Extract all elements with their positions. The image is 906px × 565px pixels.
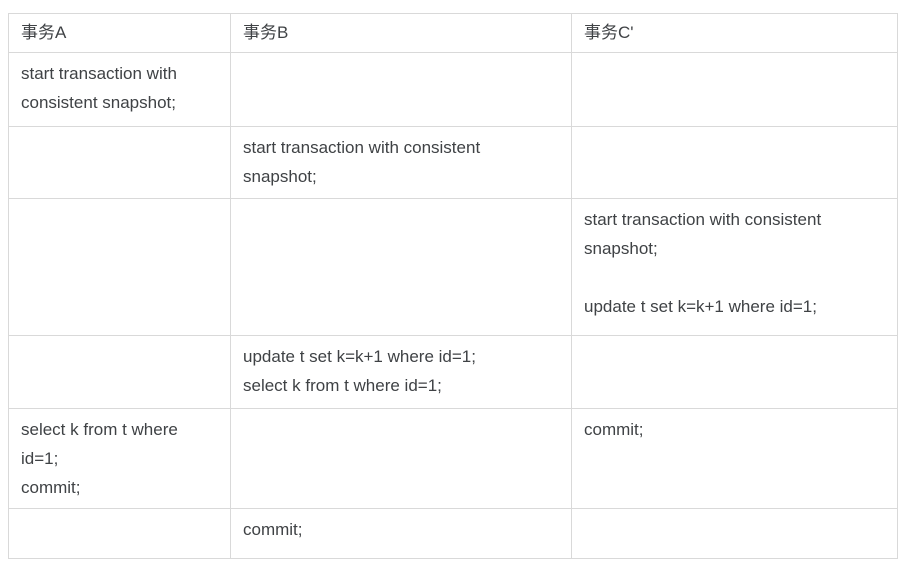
column-header-txn-b: 事务B: [230, 13, 572, 53]
table-row: start transaction with consistent snapsh…: [8, 52, 898, 127]
cell-empty: [571, 126, 898, 199]
cell-empty: [8, 335, 231, 409]
header-row: 事务A 事务B 事务C': [8, 13, 898, 53]
cell-empty: [8, 198, 231, 336]
cell-empty: [8, 508, 231, 559]
column-header-txn-a: 事务A: [8, 13, 231, 53]
table-row: update t set k=k+1 where id=1; select k …: [8, 335, 898, 409]
cell-empty: [8, 126, 231, 199]
column-header-txn-c: 事务C': [571, 13, 898, 53]
cell-empty: [571, 335, 898, 409]
cell-txn-a-start: start transaction with consistent snapsh…: [8, 52, 231, 127]
cell-txn-b-start: start transaction with consistent snapsh…: [230, 126, 572, 199]
table-row: select k from t where id=1; commit; comm…: [8, 408, 898, 509]
cell-txn-b-commit: commit;: [230, 508, 572, 559]
table-row: start transaction with consistent snapsh…: [8, 198, 898, 336]
cell-empty: [571, 52, 898, 127]
transactions-table: 事务A 事务B 事务C' start transaction with cons…: [8, 13, 898, 559]
cell-empty: [571, 508, 898, 559]
table-row: start transaction with consistent snapsh…: [8, 126, 898, 199]
cell-txn-c-commit: commit;: [571, 408, 898, 509]
table-row: commit;: [8, 508, 898, 559]
cell-txn-b-update-select: update t set k=k+1 where id=1; select k …: [230, 335, 572, 409]
cell-empty: [230, 198, 572, 336]
cell-txn-a-select-commit: select k from t where id=1; commit;: [8, 408, 231, 509]
cell-empty: [230, 408, 572, 509]
cell-empty: [230, 52, 572, 127]
cell-txn-c-start-update: start transaction with consistent snapsh…: [571, 198, 898, 336]
